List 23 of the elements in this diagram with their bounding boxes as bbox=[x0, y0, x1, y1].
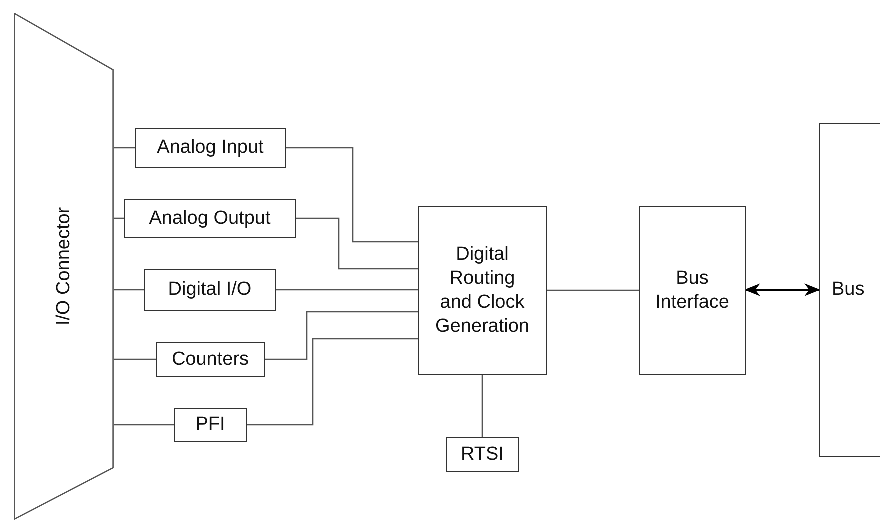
connector-line bbox=[296, 218, 418, 270]
block-box: Analog Output bbox=[124, 199, 296, 238]
connector-label: I/O Connector bbox=[54, 207, 74, 326]
connector-line bbox=[286, 147, 418, 243]
connector-line bbox=[482, 375, 484, 437]
block-box: PFI bbox=[174, 408, 247, 442]
connector-line bbox=[114, 358, 156, 360]
connector-line bbox=[114, 289, 144, 291]
connector-line bbox=[114, 218, 124, 220]
block-box: Analog Input bbox=[135, 128, 286, 168]
block-box: Digital I/O bbox=[144, 269, 276, 311]
block-box: Bus Interface bbox=[639, 206, 746, 375]
connector-line bbox=[265, 311, 418, 360]
bus-box: Bus bbox=[819, 123, 880, 457]
connector-line bbox=[547, 290, 639, 292]
block-box: Digital Routing and Clock Generation bbox=[418, 206, 547, 375]
connector-line bbox=[276, 289, 418, 291]
block-box: Counters bbox=[156, 342, 265, 377]
connector-line bbox=[114, 147, 135, 149]
connector-line bbox=[247, 338, 418, 426]
connector-line bbox=[114, 424, 174, 426]
block-box: RTSI bbox=[446, 437, 519, 472]
double-arrow bbox=[744, 284, 821, 296]
